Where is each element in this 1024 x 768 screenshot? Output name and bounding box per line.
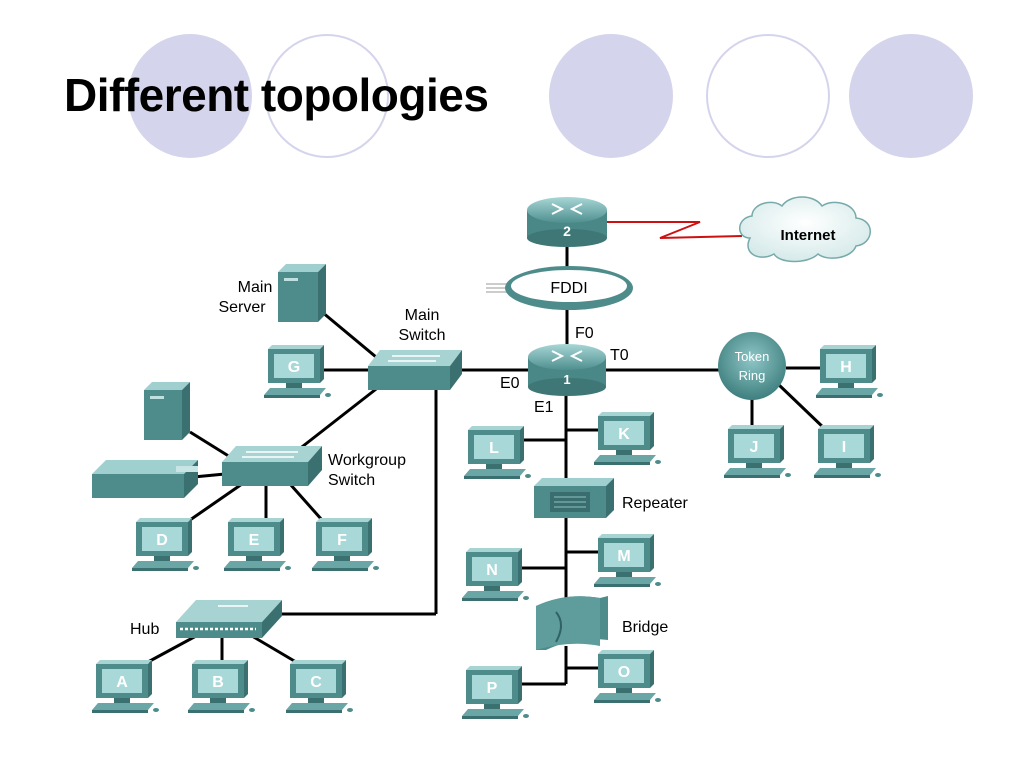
- workstation-f[interactable]: F: [312, 518, 379, 571]
- workstation-k[interactable]: K: [594, 412, 661, 465]
- workstations: A B C D E F G H I J K L M N O P: [92, 345, 883, 719]
- port-t0-label: T0: [610, 347, 629, 364]
- token-ring-label-1: Token: [735, 349, 770, 364]
- workstation-o-label: O: [618, 664, 630, 681]
- connection-lines: [147, 240, 828, 686]
- main-switch[interactable]: [368, 350, 462, 390]
- workgroup-switch-label-2: Switch: [328, 472, 375, 489]
- internet-label: Internet: [780, 227, 835, 244]
- workstation-p[interactable]: P: [462, 666, 529, 719]
- repeater[interactable]: [534, 478, 614, 518]
- bridge[interactable]: [536, 596, 608, 650]
- workstation-o[interactable]: O: [594, 650, 661, 703]
- workstation-p-label: P: [487, 680, 498, 697]
- fddi-label: FDDI: [550, 280, 587, 297]
- router-1[interactable]: 1: [528, 344, 606, 396]
- hub-label: Hub: [130, 621, 159, 638]
- wan-link: [606, 221, 743, 239]
- router-1-label: 1: [563, 372, 570, 387]
- workstation-c[interactable]: C: [286, 660, 353, 713]
- repeater-label: Repeater: [622, 495, 688, 512]
- workstation-i[interactable]: I: [814, 425, 881, 478]
- workgroup-switch-label-1: Workgroup: [328, 452, 406, 469]
- workstation-l-label: L: [489, 440, 499, 457]
- workstation-l[interactable]: L: [464, 426, 531, 479]
- slide-title: Different topologies: [64, 69, 489, 121]
- main-switch-label-1: Main: [405, 307, 440, 324]
- token-ring-label-2: Ring: [739, 368, 766, 383]
- decor-circle-3: [549, 34, 673, 158]
- main-server-label-1: Main: [238, 279, 273, 296]
- workstation-b-label: B: [212, 674, 224, 691]
- port-e1-label: E1: [534, 399, 554, 416]
- port-f0-label: F0: [575, 325, 594, 342]
- workstation-a-label: A: [116, 674, 128, 691]
- router-2[interactable]: 2: [527, 197, 607, 247]
- workstation-k-label: K: [618, 426, 630, 443]
- workstation-m-label: M: [617, 548, 630, 565]
- main-server-label-2: Server: [218, 299, 266, 316]
- workstation-h[interactable]: H: [816, 345, 883, 398]
- decor-circle-2: [265, 34, 389, 158]
- decor-circle-4: [706, 34, 830, 158]
- port-e0-label: E0: [500, 375, 520, 392]
- main-server[interactable]: [278, 264, 326, 322]
- workstation-d-label: D: [156, 532, 168, 549]
- workstation-a[interactable]: A: [92, 660, 159, 713]
- workstation-g[interactable]: G: [264, 345, 331, 398]
- workstation-j-label: J: [750, 439, 759, 456]
- internet-cloud[interactable]: Internet: [739, 196, 871, 263]
- workstation-n[interactable]: N: [462, 548, 529, 601]
- workstation-c-label: C: [310, 674, 322, 691]
- fddi-ring[interactable]: FDDI: [486, 266, 633, 310]
- printer[interactable]: [92, 460, 198, 498]
- main-switch-label-2: Switch: [398, 327, 445, 344]
- workstation-g-label: G: [288, 359, 300, 376]
- workstation-n-label: N: [486, 562, 498, 579]
- hub[interactable]: [176, 600, 282, 638]
- workstation-m[interactable]: M: [594, 534, 661, 587]
- router-2-label: 2: [563, 223, 571, 239]
- decor-circle-1: [128, 34, 252, 158]
- workgroup-switch[interactable]: [222, 446, 322, 486]
- workstation-i-label: I: [842, 439, 846, 456]
- workstation-f-label: F: [337, 532, 347, 549]
- workstation-d[interactable]: D: [132, 518, 199, 571]
- workstation-e-label: E: [249, 532, 260, 549]
- workgroup-server[interactable]: [144, 382, 190, 440]
- workstation-h-label: H: [840, 359, 852, 376]
- workstation-j[interactable]: J: [724, 425, 791, 478]
- bridge-label: Bridge: [622, 619, 668, 636]
- workstation-e[interactable]: E: [224, 518, 291, 571]
- workstation-b[interactable]: B: [188, 660, 255, 713]
- decor-circle-5: [849, 34, 973, 158]
- token-ring[interactable]: Token Ring: [718, 332, 786, 400]
